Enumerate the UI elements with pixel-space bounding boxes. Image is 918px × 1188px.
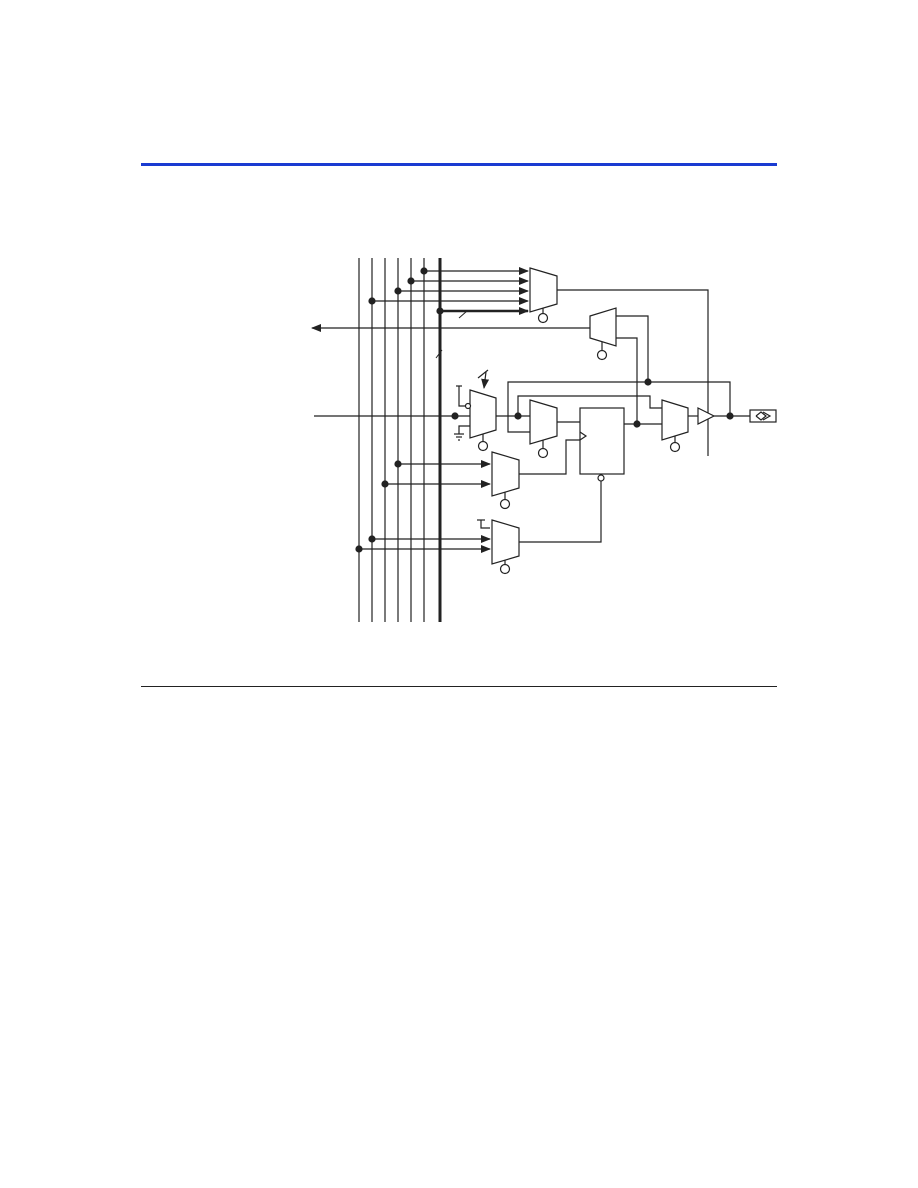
mux-output-select	[589, 307, 617, 347]
mux-clear	[491, 519, 520, 565]
ground-icon	[454, 425, 470, 441]
mux-register-input	[529, 399, 558, 445]
mux-output	[661, 399, 689, 441]
mux-input	[469, 389, 497, 439]
top-mux-inputs	[372, 267, 529, 319]
output-buffer	[697, 407, 716, 425]
header-rule	[141, 163, 777, 166]
pin-icon	[749, 409, 777, 423]
footer-rule	[141, 686, 777, 687]
vcc-icon	[456, 385, 472, 410]
column-lines	[358, 258, 425, 622]
mux-top	[529, 267, 558, 313]
register-block	[579, 407, 625, 475]
mux-clock	[491, 451, 520, 497]
vcc-icon	[477, 519, 490, 529]
